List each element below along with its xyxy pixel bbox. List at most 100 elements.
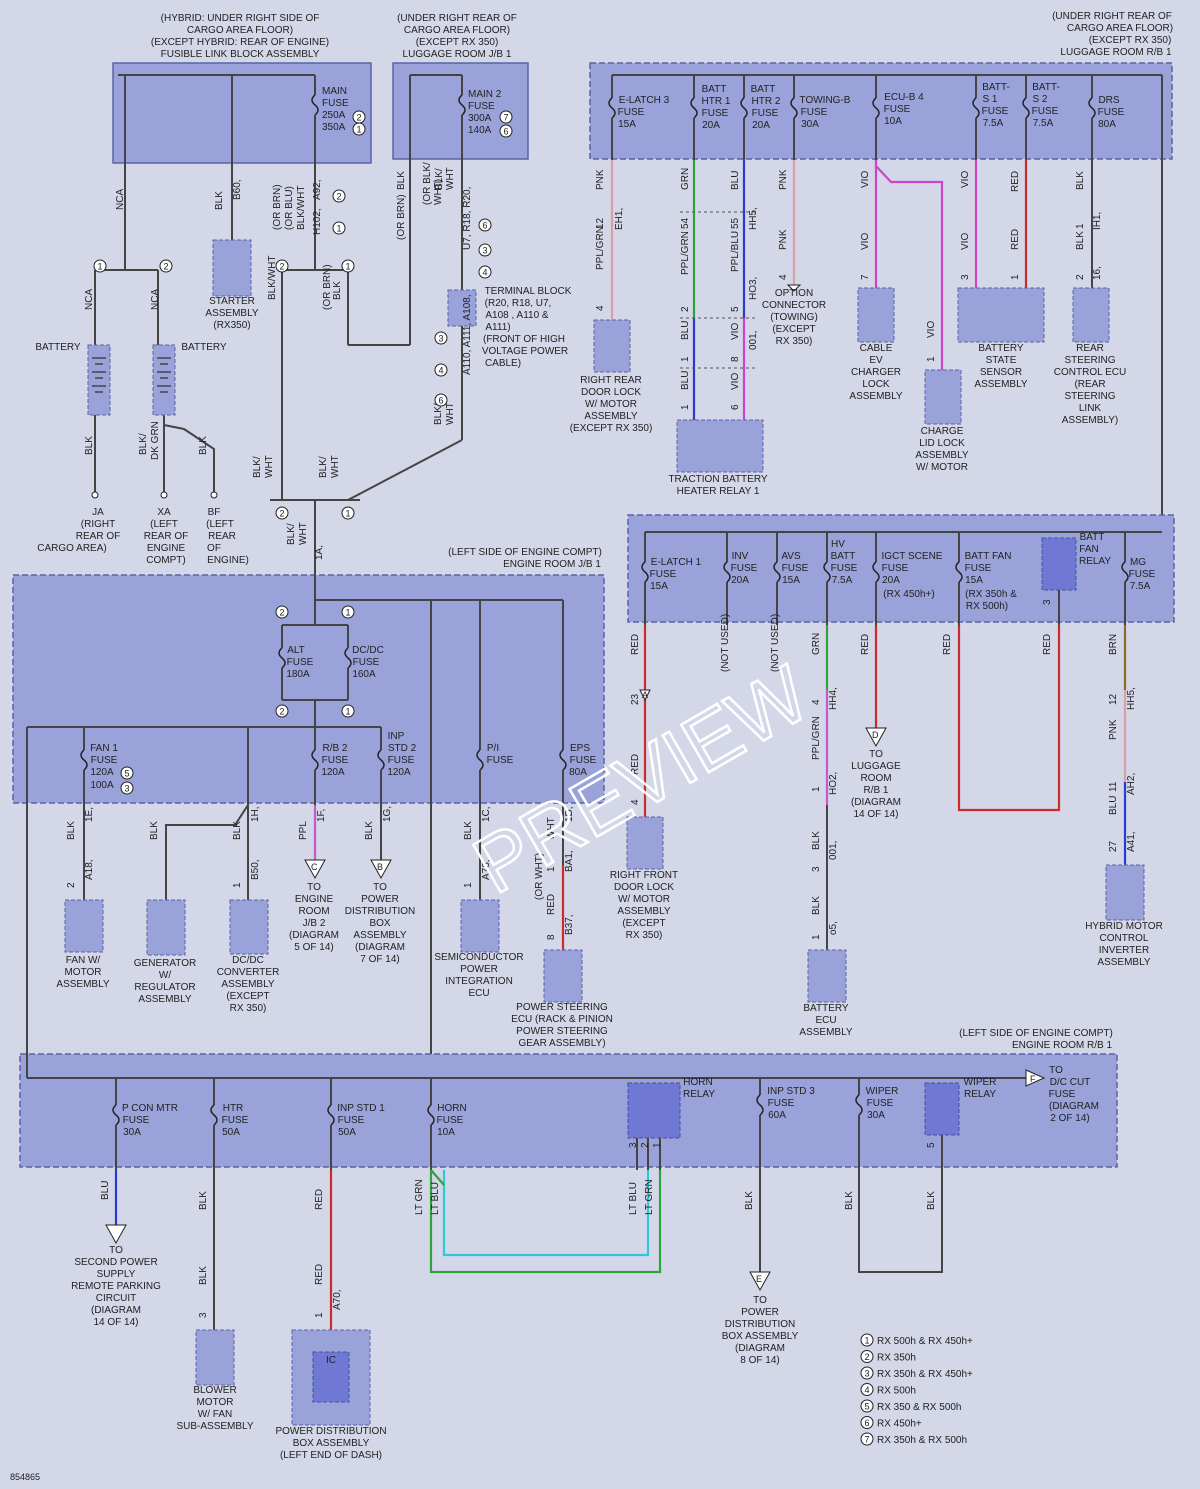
variant-mark-circle [275, 704, 289, 718]
diagram-label: 1C, [481, 806, 492, 822]
diagram-label: RX 350) [776, 336, 813, 347]
diagram-label: GRN [680, 168, 691, 190]
variant-mark-circle [120, 781, 134, 795]
diagram-label: (NOT USED) [770, 614, 781, 672]
diagram-label: FUSE [782, 563, 809, 574]
diagram-label: 54 [680, 217, 691, 229]
diagram-label: A70, [332, 1289, 343, 1310]
diagram-label: W/ MOTOR [618, 894, 670, 905]
diagram-label: WIPER [964, 1077, 997, 1088]
diagram-label: o5, [828, 921, 839, 935]
diagram-label: (EXCEPT [226, 991, 269, 1002]
legend-mark [860, 1432, 874, 1446]
diagram-label: W/ MOTOR [916, 462, 968, 473]
diagram-label: BATT- [1032, 82, 1060, 93]
diagram-label: CONTROL [1100, 933, 1149, 944]
diagram-label: DISTRIBUTION [725, 1319, 796, 1330]
diagram-label: 16, [1092, 266, 1103, 280]
diagram-label: BLK [84, 436, 95, 455]
diagram-label: (DIAGRAM [1049, 1101, 1099, 1112]
diagram-label: BLK/ [434, 168, 445, 190]
variant-mark-circle [499, 124, 513, 138]
diagram-label: POWER [361, 894, 399, 905]
diagram-label: BLU [730, 171, 741, 190]
diagram-label: VIO [960, 171, 971, 188]
variant-mark-circle [275, 259, 289, 273]
variant-mark-number: 1 [356, 125, 361, 135]
semiconductor-power-integration-ecu [460, 899, 500, 953]
variant-mark-circle [478, 265, 492, 279]
diagram-label: VIO [860, 171, 871, 188]
diagram-label: B60, [232, 179, 243, 200]
diagram-label: FUSE [731, 563, 758, 574]
legend-mark [860, 1366, 874, 1380]
diagram-label: D/C CUT [1050, 1077, 1091, 1088]
diagram-label: BLK [198, 1266, 209, 1285]
diagram-label: 12 [595, 217, 606, 229]
legend-mark [860, 1383, 874, 1396]
diagram-label: S 2 [1032, 94, 1047, 105]
diagram-label: DK GRN [150, 421, 161, 460]
svg-text:A: A [642, 690, 648, 700]
diagram-label: FUSE [91, 755, 118, 766]
variant-mark-number: 2 [336, 192, 341, 202]
connector-d [865, 727, 887, 748]
diagram-label: 120A [387, 767, 411, 778]
diagram-label: DOOR LOCK [581, 387, 641, 398]
diagram-label: CARGO AREA) [37, 543, 106, 554]
svg-text:LUGGAGE ROOM R/B 1: LUGGAGE ROOM R/B 1 [1060, 47, 1172, 58]
diagram-label: CABLE) [485, 358, 521, 369]
diagram-label: 23 [630, 693, 641, 705]
variant-mark-circle [275, 506, 289, 520]
diagram-label: PNK [1108, 719, 1119, 740]
diagram-label: STEERING [1064, 355, 1115, 366]
diagram-label: ASSEMBLY [849, 391, 902, 402]
diagram-label: 2 [640, 1142, 651, 1148]
diagram-label: ENGINE) [207, 555, 249, 566]
diagram-label: 1 [680, 356, 691, 362]
diagram-label: 7.5A [1033, 118, 1054, 129]
diagram-label: DC/DC [232, 955, 264, 966]
diagram-label: CONTROL ECU [1054, 367, 1126, 378]
legend-text: RX 350 & RX 500h [877, 1402, 962, 1413]
diagram-label: BOX ASSEMBLY [293, 1438, 370, 1449]
diagram-label: HTR 2 [752, 96, 781, 107]
engine-room-jb1 [12, 574, 605, 1170]
diagram-label: A92, [312, 179, 323, 200]
diagram-label: CIRCUIT [96, 1293, 137, 1304]
diagram-label: VIO [926, 321, 937, 338]
diagram-label: BRN [1108, 634, 1119, 655]
svg-text:CARGO AREA FLOOR): CARGO AREA FLOOR) [187, 25, 293, 36]
diagram-label: BLK [744, 1191, 755, 1210]
svg-text:FUSE: FUSE [468, 101, 495, 112]
variant-mark-circle [341, 259, 355, 273]
diagram-label: 1 [1075, 223, 1086, 229]
svg-text:(LEFT SIDE OF ENGINE COMPT): (LEFT SIDE OF ENGINE COMPT) [959, 1028, 1113, 1039]
cable-ev-charger-lock [857, 287, 895, 343]
svg-text:MAIN 2: MAIN 2 [468, 89, 502, 100]
diagram-label: DISTRIBUTION [345, 906, 416, 917]
diagram-label: FUSE [353, 657, 380, 668]
diagram-label: FUSE [487, 755, 514, 766]
diagram-label: ASSEMBLY [353, 930, 406, 941]
connector-d-label: D [872, 730, 879, 740]
diagram-label: POWER STEERING [516, 1002, 608, 1013]
variant-mark-circle [275, 605, 289, 619]
diagram-label: OPTION [775, 288, 813, 299]
variant-mark-circle [434, 331, 448, 345]
diagram-label: BATTERY [803, 1003, 849, 1014]
diagram-label: EV [869, 355, 883, 366]
diagram-label: (EXCEPT [772, 324, 815, 335]
svg-text:(UNDER RIGHT REAR OF: (UNDER RIGHT REAR OF [397, 13, 517, 24]
diagram-label: FUSE [618, 107, 645, 118]
diagram-label: 10A [884, 116, 902, 127]
diagram-label: LUGGAGE [851, 761, 901, 772]
diagram-label: HO3, [748, 277, 759, 300]
battery-icon-right [152, 344, 176, 416]
diagram-label: FUSE [965, 563, 992, 574]
engine-jb-outputs: C B [64, 804, 583, 1003]
diagram-label: IGCT SCENE [882, 551, 943, 562]
diagram-label: MG [1130, 557, 1146, 568]
diagram-label: TO [869, 749, 883, 760]
diagram-label: (LEFT [206, 519, 234, 530]
